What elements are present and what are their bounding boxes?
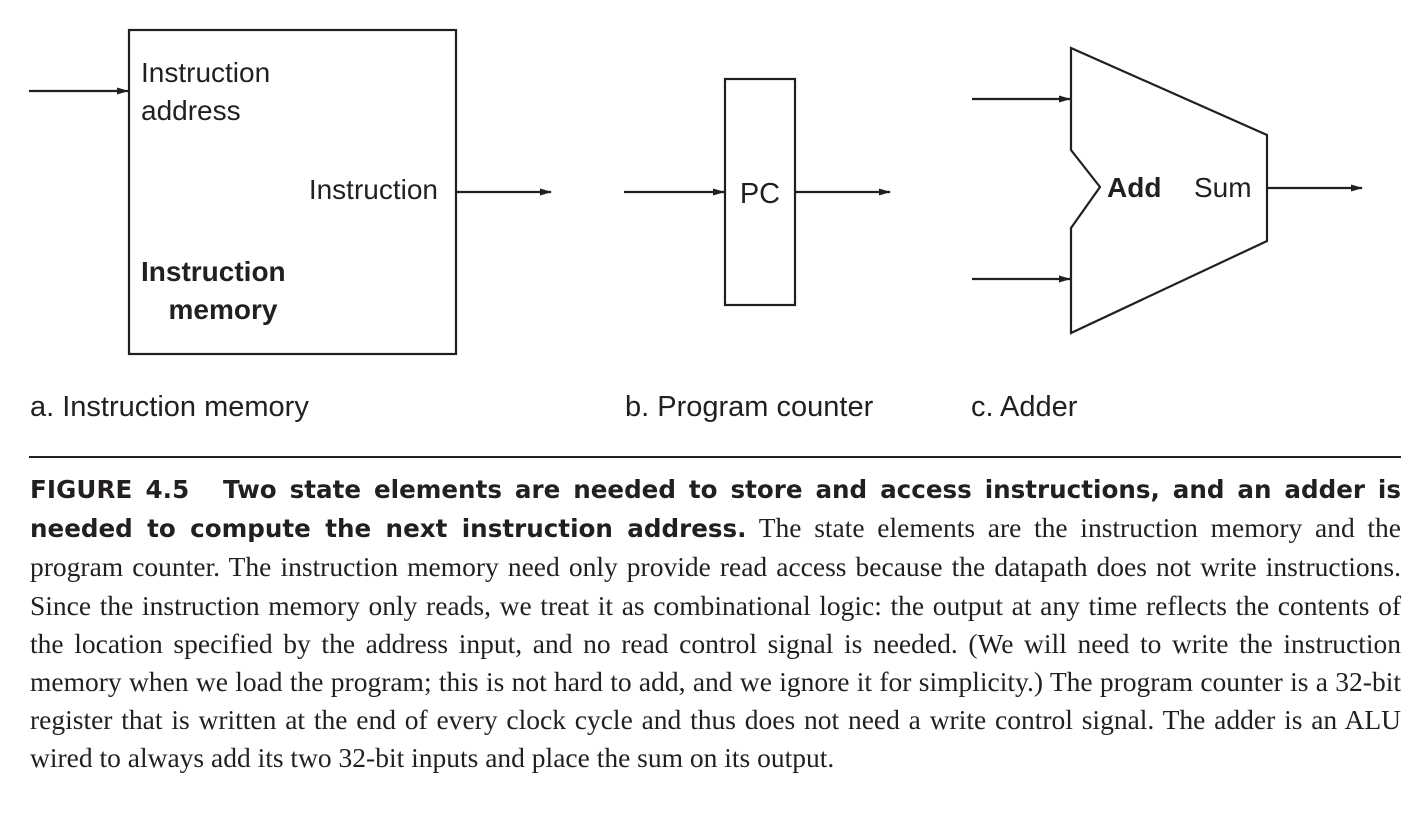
figure-diagram: Instruction address Instruction Instruct…	[29, 28, 1363, 423]
caption-headline: Two state elements are needed to store a…	[30, 475, 1401, 544]
instruction-output-label: Instruction	[309, 174, 438, 205]
caption-divider	[29, 456, 1401, 458]
adder-block: Add Sum c. Adder	[971, 46, 1363, 423]
adder-subcaption: c. Adder	[971, 391, 1078, 423]
instruction-memory-block: Instruction address Instruction Instruct…	[29, 28, 552, 423]
instruction-memory-subcaption: a. Instruction memory	[30, 391, 309, 423]
adder-shape	[1069, 46, 1269, 335]
figure-label: FIGURE 4.5	[30, 475, 190, 504]
program-counter-block: PC b. Program counter	[624, 77, 891, 423]
pc-label: PC	[740, 178, 780, 210]
program-counter-subcaption: b. Program counter	[625, 391, 874, 423]
instruction-memory-name-line2: memory	[169, 294, 278, 325]
figure-caption: FIGURE 4.5 Two state elements are needed…	[30, 470, 1401, 778]
instruction-address-label-line2: address	[141, 95, 241, 126]
instruction-memory-name-line1: Instruction	[141, 256, 286, 287]
adder-label: Add	[1107, 172, 1161, 203]
instruction-address-label-line1: Instruction	[141, 57, 270, 88]
adder-sum-label: Sum	[1194, 172, 1252, 203]
caption-body: The state elements are the instruction m…	[30, 512, 1401, 774]
